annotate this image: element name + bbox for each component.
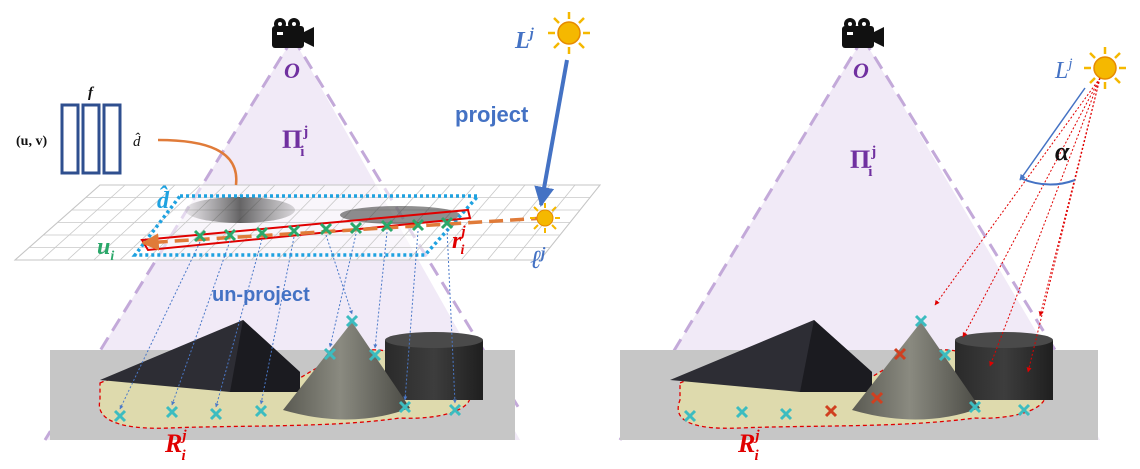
left-project-arrow [534, 59, 569, 207]
left-frustum-edge-left [43, 37, 295, 441]
unproject-arrow [119, 241, 201, 410]
plane-marker [319, 222, 333, 236]
ground-marker [345, 314, 359, 328]
left-plane-markers [193, 216, 454, 243]
network-output-label: d̂ [133, 133, 141, 150]
ground-marker [165, 405, 179, 419]
left-u-label: ui [97, 234, 114, 264]
ground-marker [870, 391, 884, 405]
left-sun-icon [548, 12, 590, 54]
left-project-label: project [455, 102, 529, 127]
plane-marker [440, 216, 454, 230]
ground-marker [779, 407, 793, 421]
unproject-arrow [171, 240, 231, 406]
ground-marker [254, 404, 268, 418]
left-pyramid-side [230, 320, 300, 392]
light-ray [934, 77, 1101, 306]
ground-marker [735, 405, 749, 419]
plane-depth-label: d̂ [157, 186, 170, 214]
right-light-rays [934, 77, 1101, 373]
light-ray [989, 77, 1101, 367]
ground-marker [683, 409, 697, 423]
left-cone [283, 322, 410, 420]
light-ray [1038, 77, 1101, 317]
ground-marker [938, 348, 952, 362]
right-camera-icon [842, 18, 884, 48]
left-ground-markers [113, 314, 462, 423]
network-f-icon [60, 103, 122, 175]
plane-marker [380, 219, 394, 233]
left-unproject-arrows [119, 228, 457, 410]
right-angle-arc [1019, 177, 1076, 186]
plane-marker [193, 229, 207, 243]
ground-marker [968, 400, 982, 414]
left-camera-label: O [284, 58, 300, 83]
right-light-label: Lj [1054, 56, 1073, 84]
plane-marker [223, 228, 237, 242]
ground-marker [448, 403, 462, 417]
plane-marker [287, 224, 301, 238]
ground-marker [323, 347, 337, 361]
ground-marker [398, 400, 412, 414]
right-sun-icon [1084, 47, 1126, 89]
unproject-arrow [215, 238, 263, 408]
ground-marker [1017, 403, 1031, 417]
unproject-arrow [446, 228, 457, 404]
left-projected-light-label: ℓj [530, 245, 546, 274]
right-camera-label: O [853, 58, 869, 83]
left-unproject-label: un-project [212, 284, 310, 306]
right-pyramid-side [800, 320, 872, 392]
right-ground-markers [683, 314, 1031, 423]
network-input-label: (u, v) [16, 134, 47, 149]
unproject-arrow [373, 231, 388, 349]
right-light-direction [1019, 87, 1086, 181]
right-cone [852, 322, 980, 420]
unproject-arrow [328, 233, 357, 348]
plane-marker [255, 226, 269, 240]
left-network-connector [157, 138, 238, 186]
network-name-label: f [88, 85, 95, 101]
right-frustum-edge-left [618, 37, 865, 441]
left-light-label: Lj [514, 26, 535, 54]
ground-marker [209, 407, 223, 421]
ground-marker [113, 409, 127, 423]
plane-marker [349, 221, 363, 235]
left-shadow-region-outline [98, 349, 473, 429]
right-frustum-edge-right [861, 37, 1094, 411]
light-ray [1026, 77, 1101, 373]
right-cylinder-top [955, 332, 1053, 348]
left-ray-line [141, 216, 546, 251]
unproject-arrow [259, 236, 295, 405]
ground-marker [368, 348, 382, 362]
plane-marker [411, 218, 425, 232]
left-cylinder-top [385, 332, 483, 348]
light-ray [962, 77, 1101, 338]
left-plane-shadow-a [185, 197, 295, 223]
left-camera-icon [272, 18, 314, 48]
ground-marker [914, 314, 928, 328]
left-cylinder [385, 340, 483, 400]
unproject-arrow [403, 230, 419, 401]
ground-marker [824, 404, 838, 418]
right-cylinder [955, 340, 1053, 400]
unproject-arrow [325, 234, 353, 315]
left-projected-sun-icon [530, 203, 560, 233]
ground-marker [893, 347, 907, 361]
right-angle-label: α [1055, 137, 1070, 166]
